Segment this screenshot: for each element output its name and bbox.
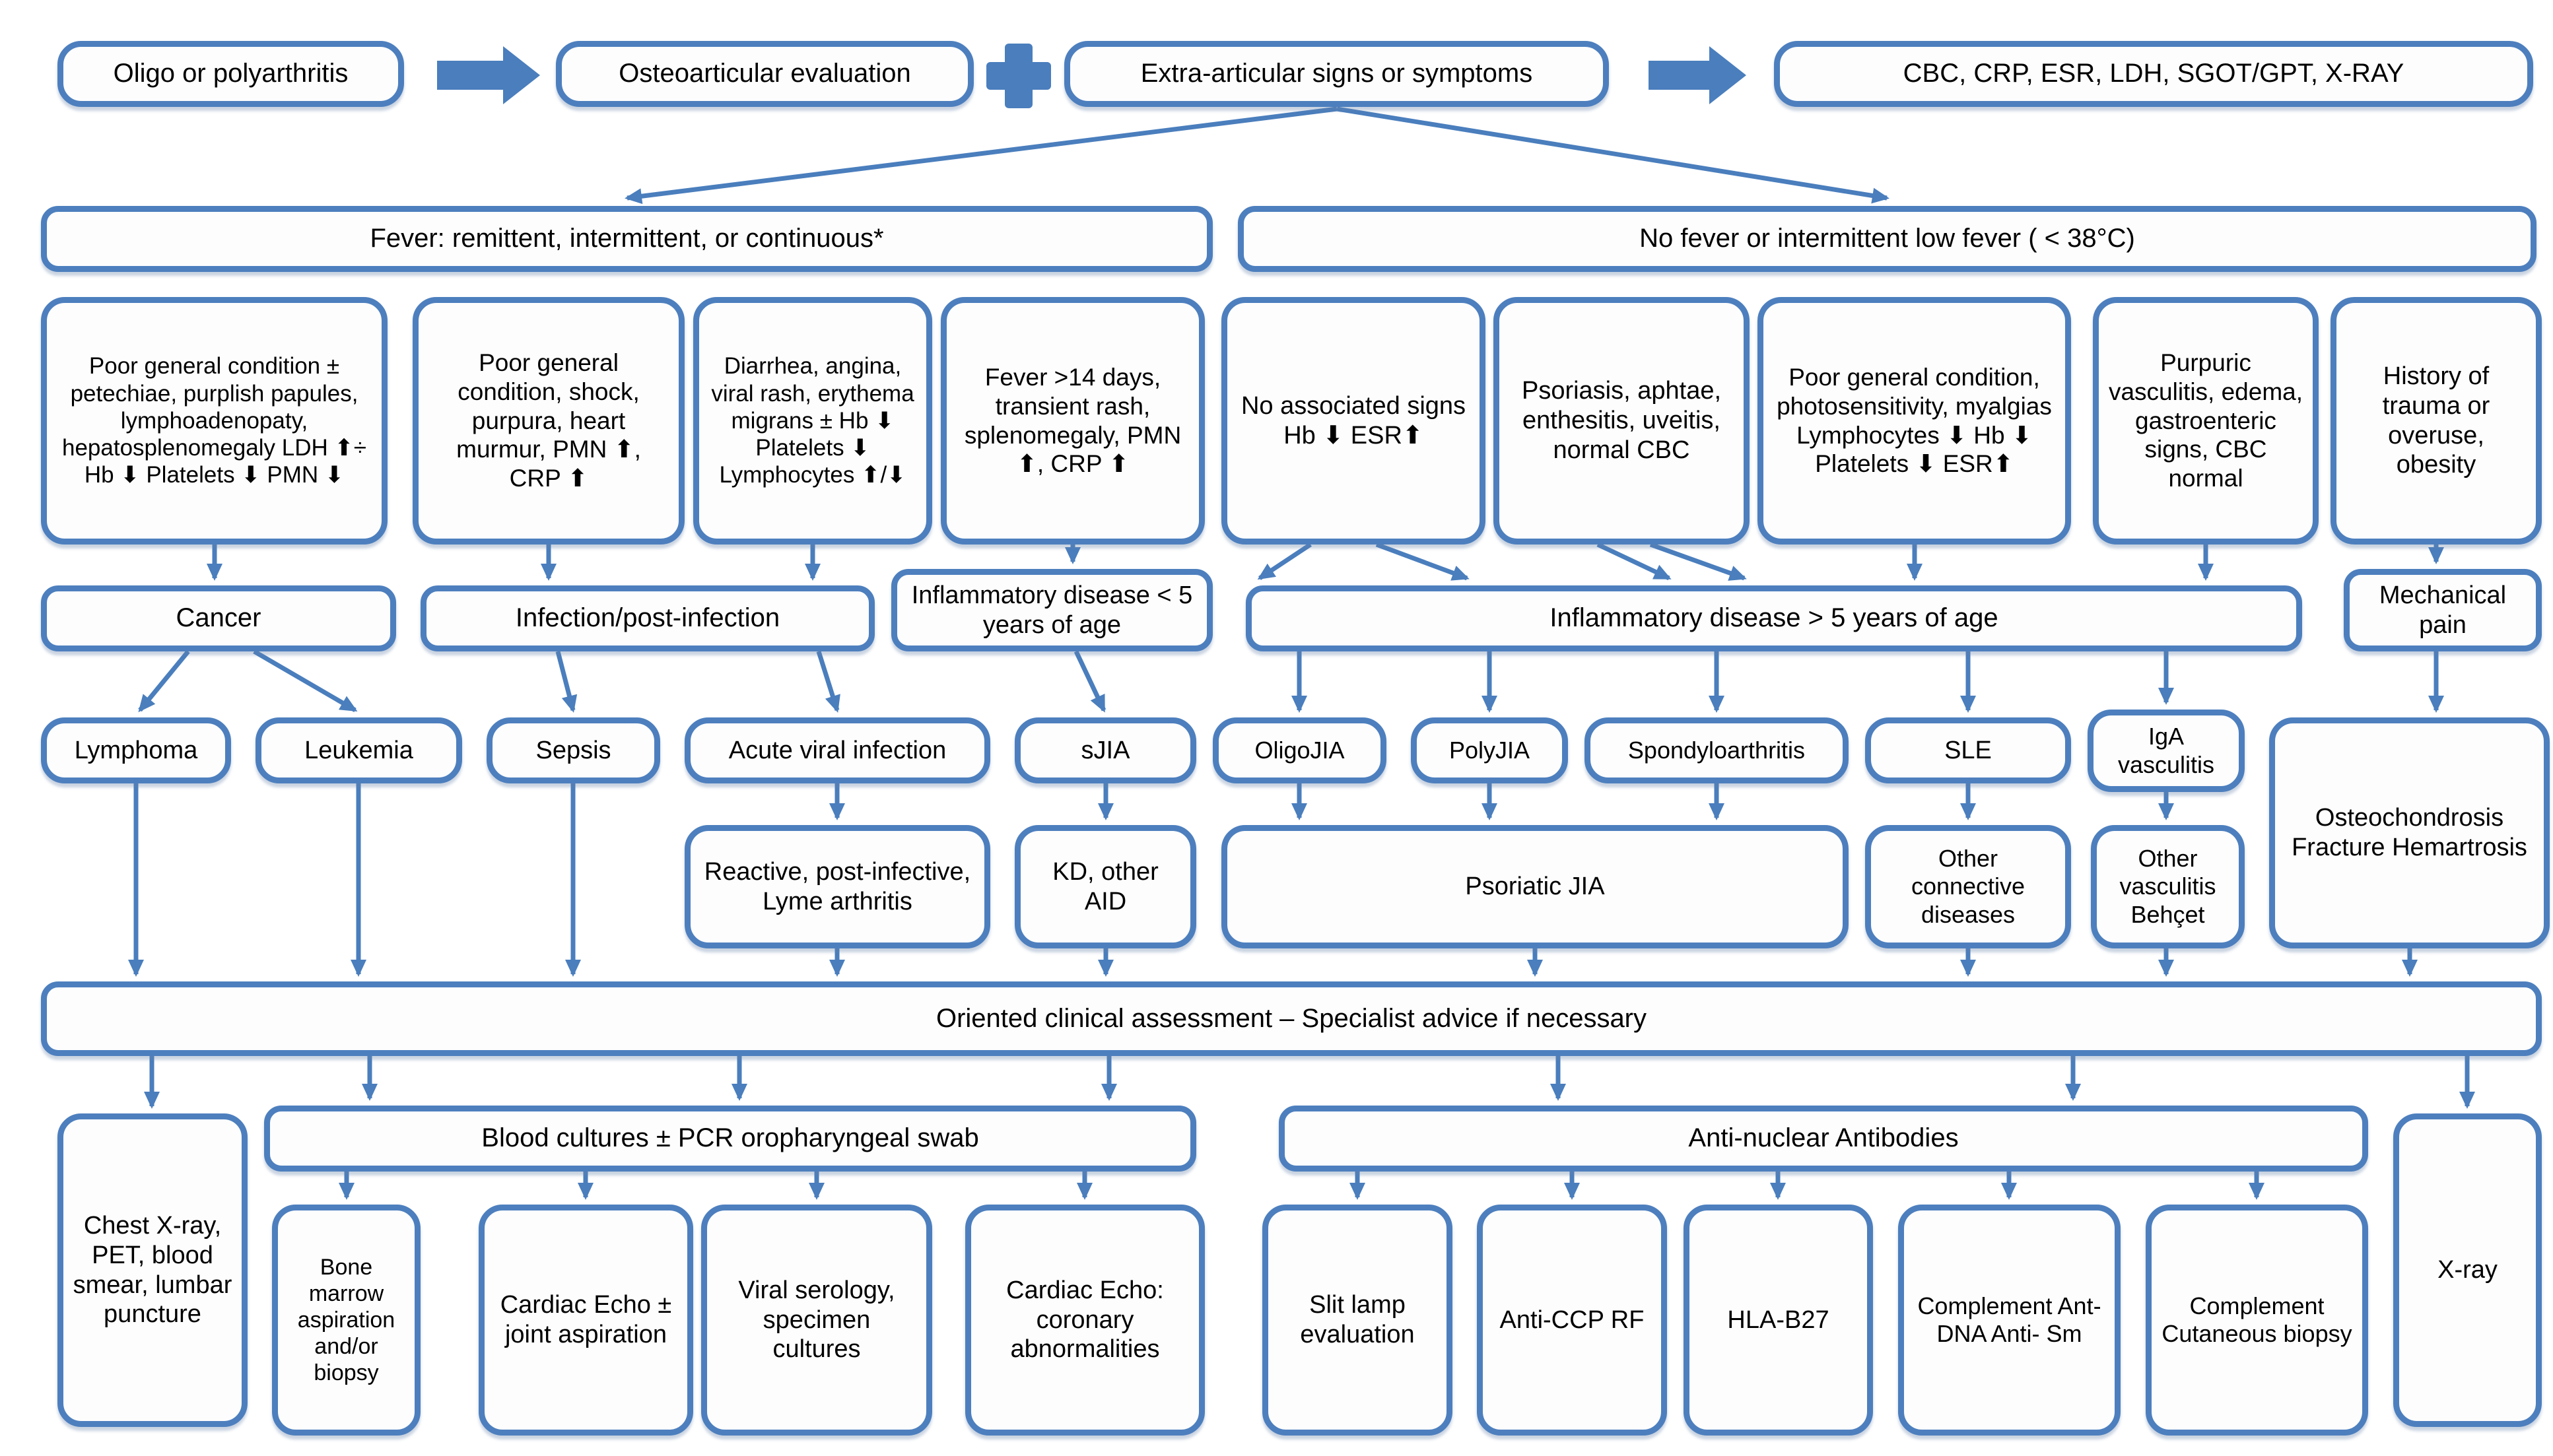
node-oligo-or-polyarthritis: Oligo or polyarthritis [57,41,404,107]
node-oligojia: OligoJIA [1213,717,1386,783]
node-sepsis: Sepsis [487,717,660,783]
node-complement-dna: Complement Ant-DNA Anti- Sm [1898,1205,2121,1436]
node-symptoms-cancer: Poor general condition ± petechiae, purp… [41,297,388,545]
node-no-fever: No fever or intermittent low fever ( < 3… [1238,206,2536,272]
node-osteoarticular-evaluation: Osteoarticular evaluation [556,41,974,107]
node-antinuclear-antibodies: Anti-nuclear Antibodies [1279,1106,2368,1172]
node-inflammatory-gt5: Inflammatory disease > 5 years of age [1246,585,2302,651]
node-psoriatic-jia: Psoriatic JIA [1221,825,1849,948]
node-blood-cultures: Blood cultures ± PCR oropharyngeal swab [264,1106,1196,1172]
node-oriented-clinical-assessment: Oriented clinical assessment – Specialis… [41,981,2542,1056]
node-inflammatory-lt5: Inflammatory disease < 5 years of age [891,569,1213,651]
node-symptoms-viral: Diarrhea, angina, viral rash, erythema m… [693,297,932,545]
plus-icon [986,44,1051,108]
node-other-connective-diseases: Other connective diseases [1865,825,2071,948]
node-infection: Infection/post-infection [421,585,875,651]
node-osteochondrosis: Osteochondrosis Fracture Hemartrosis [2269,717,2550,948]
node-other-vasculitis-behcet: Other vasculitis Behçet [2091,825,2245,948]
node-mechanical-pain: Mechanical pain [2344,569,2542,651]
node-spondyloarthritis: Spondyloarthritis [1584,717,1849,783]
node-symptoms-sepsis: Poor general condition, shock, purpura, … [413,297,685,545]
node-cancer: Cancer [41,585,396,651]
node-polyjia: PolyJIA [1411,717,1568,783]
node-reactive-arthritis: Reactive, post-infective, Lyme arthritis [685,825,990,948]
node-extra-articular-signs: Extra-articular signs or symptoms [1064,41,1609,107]
node-hla-b27: HLA-B27 [1684,1205,1873,1436]
node-symptoms-trauma: History of trauma or overuse, obesity [2331,297,2542,545]
node-fever: Fever: remittent, intermittent, or conti… [41,206,1213,272]
node-chest-xray-pet: Chest X-ray, PET, blood smear, lumbar pu… [57,1113,248,1427]
node-symptoms-purpuric: Purpuric vasculitis, edema, gastroenteri… [2093,297,2319,545]
node-lab-panel: CBC, CRP, ESR, LDH, SGOT/GPT, X-RAY [1774,41,2533,107]
node-anti-ccp-rf: Anti-CCP RF [1477,1205,1667,1436]
node-xray: X-ray [2393,1113,2542,1427]
node-sjia: sJIA [1015,717,1196,783]
node-symptoms-psoriasis: Psoriasis, aphtae, enthesitis, uveitis, … [1493,297,1750,545]
node-leukemia: Leukemia [255,717,462,783]
node-acute-viral-infection: Acute viral infection [685,717,990,783]
node-sle: SLE [1865,717,2071,783]
node-slit-lamp: Slit lamp evaluation [1262,1205,1452,1436]
node-viral-serology: Viral serology, specimen cultures [701,1205,932,1436]
node-kd-other-aid: KD, other AID [1015,825,1196,948]
node-bone-marrow: Bone marrow aspiration and/or biopsy [272,1205,421,1436]
node-complement-biopsy: Complement Cutaneous biopsy [2146,1205,2368,1436]
node-cardiac-echo-coronary: Cardiac Echo: coronary abnormalities [965,1205,1205,1436]
node-symptoms-sle: Poor general condition, photosensitivity… [1757,297,2071,545]
node-symptoms-no-signs: No associated signs Hb ⬇ ESR⬆ [1221,297,1485,545]
node-symptoms-sjia: Fever >14 days, transient rash, splenome… [941,297,1205,545]
node-cardiac-echo-joint: Cardiac Echo ± joint aspiration [479,1205,693,1436]
node-iga-vasculitis: IgA vasculitis [2088,710,2245,792]
node-lymphoma: Lymphoma [41,717,231,783]
